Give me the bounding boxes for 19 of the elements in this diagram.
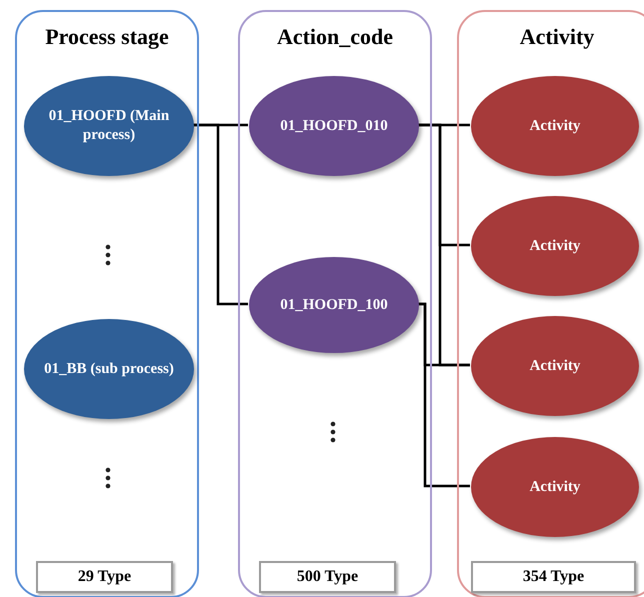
column-panel [457, 10, 644, 597]
count-box: 29 Type [36, 561, 173, 593]
count-box: 500 Type [259, 561, 396, 593]
node-label: 01_BB (sub process) [44, 360, 174, 378]
column-heading: Action_code [276, 23, 394, 51]
node-label: 01_HOOFD (Main process) [48, 107, 170, 145]
column-heading: Activity [518, 23, 596, 51]
column-panel [238, 10, 432, 597]
node-label: Activity [530, 356, 580, 376]
node-label: Activity [530, 236, 580, 256]
node-label: Activity [530, 478, 580, 496]
node-label: Activity [530, 116, 580, 136]
connector-line [418, 302, 470, 488]
connector-line [193, 124, 248, 306]
column-panel [15, 10, 199, 597]
node-label: 01_HOOFD_010 [280, 116, 388, 136]
column-heading: Process stage [44, 23, 170, 51]
count-box: 354 Type [471, 561, 636, 593]
node-label: 01_HOOFD_100 [280, 296, 388, 314]
